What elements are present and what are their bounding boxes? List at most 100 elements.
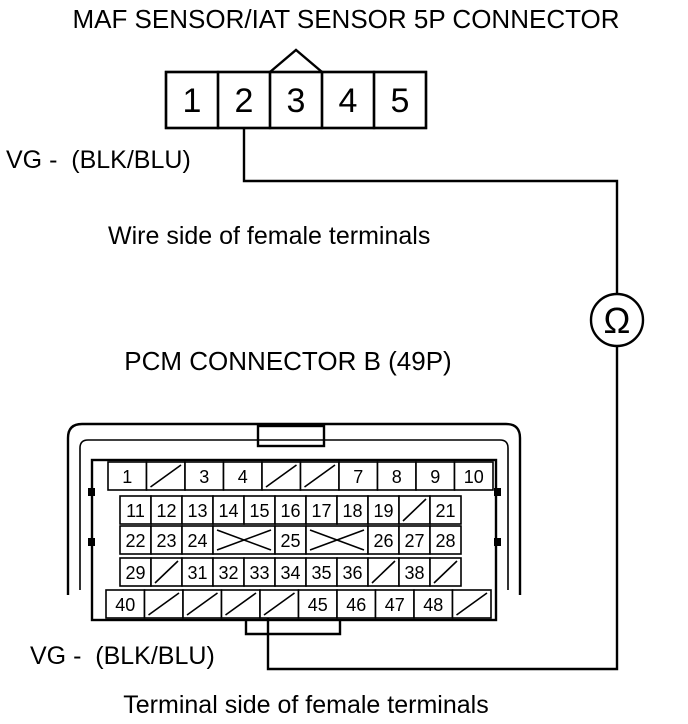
pcm-terminal-38 bbox=[398, 557, 431, 587]
pcm-terminal-label: 4 bbox=[238, 467, 248, 487]
pcm-wire-label: VG - (BLK/BLU) bbox=[30, 642, 215, 670]
unused-slash-mark bbox=[150, 464, 182, 488]
pcm-terminal-label: 21 bbox=[435, 501, 455, 521]
test-lead-maf bbox=[242, 128, 619, 294]
pcm-terminal-label: 14 bbox=[218, 501, 238, 521]
pcm-terminal-29 bbox=[119, 557, 152, 587]
pcm-terminal-45 bbox=[297, 589, 338, 619]
pcm-terminal-48 bbox=[413, 589, 454, 619]
pcm-terminal-label: 10 bbox=[464, 467, 484, 487]
pcm-guide-mark-right-mid bbox=[494, 538, 501, 546]
pcm-terminal-label: 7 bbox=[353, 467, 363, 487]
pcm-terminal-16 bbox=[274, 495, 307, 525]
pcm-terminal-label: 36 bbox=[342, 563, 362, 583]
pcm-connector-inner-shell bbox=[79, 439, 509, 590]
unused-slash-mark bbox=[402, 498, 427, 522]
pcm-terminal-label: 40 bbox=[115, 595, 135, 615]
pcm-terminal-label: 28 bbox=[435, 531, 455, 551]
pcm-terminal-18 bbox=[336, 495, 369, 525]
test-lead-pcm bbox=[266, 346, 619, 671]
pcm-terminal-label: 26 bbox=[373, 531, 393, 551]
pcm-terminal-11 bbox=[119, 495, 152, 525]
unused-cross-mark bbox=[216, 529, 272, 551]
unused-slash-mark bbox=[304, 464, 336, 488]
pcm-view-label: Terminal side of female terminals bbox=[123, 691, 488, 719]
pcm-terminal-14 bbox=[212, 495, 245, 525]
pcm-terminal-label: 23 bbox=[156, 531, 176, 551]
pcm-terminal-label: 33 bbox=[249, 563, 269, 583]
pcm-guide-mark-right-top bbox=[494, 488, 501, 496]
pcm-terminal-label: 22 bbox=[125, 531, 145, 551]
pcm-terminal-label: 1 bbox=[122, 467, 132, 487]
pcm-terminal-31 bbox=[181, 557, 214, 587]
maf-connector-title: MAF SENSOR/IAT SENSOR 5P CONNECTOR bbox=[72, 4, 619, 34]
pcm-terminal-10 bbox=[453, 461, 494, 491]
pcm-terminal-4 bbox=[222, 461, 263, 491]
pcm-terminal-23 bbox=[150, 525, 183, 555]
pcm-connector-title: PCM CONNECTOR B (49P) bbox=[124, 346, 451, 376]
pcm-connector-bottom-key bbox=[244, 620, 342, 636]
pcm-terminal-9 bbox=[415, 461, 456, 491]
pcm-terminal-12 bbox=[150, 495, 183, 525]
pcm-terminal-1 bbox=[107, 461, 148, 491]
pcm-terminal-label: 29 bbox=[125, 563, 145, 583]
pcm-terminal-label: 45 bbox=[308, 595, 328, 615]
pcm-connector-outer-shell bbox=[66, 422, 522, 595]
pcm-terminal-label: 19 bbox=[373, 501, 393, 521]
maf-view-label: Wire side of female terminals bbox=[108, 222, 430, 250]
pcm-terminal-label: 12 bbox=[156, 501, 176, 521]
pcm-terminal-7 bbox=[338, 461, 379, 491]
unused-slash-mark bbox=[186, 592, 218, 616]
pcm-terminal-label: 13 bbox=[187, 501, 207, 521]
unused-slash-mark bbox=[225, 592, 257, 616]
unused-cross-mark bbox=[309, 529, 365, 551]
pcm-terminal-label: 11 bbox=[126, 501, 145, 521]
maf-terminal-5 bbox=[372, 70, 428, 130]
pcm-terminal-label: 27 bbox=[404, 531, 424, 551]
ohm-symbol: Ω bbox=[604, 300, 631, 341]
pcm-terminal-label: 8 bbox=[392, 467, 402, 487]
pcm-terminal-label: 18 bbox=[342, 501, 362, 521]
maf-connector-lock-tab bbox=[269, 48, 323, 73]
unused-slash-mark bbox=[148, 592, 180, 616]
pcm-terminal-21 bbox=[429, 495, 462, 525]
pcm-terminal-24 bbox=[181, 525, 214, 555]
unused-slash-mark bbox=[433, 560, 458, 584]
pcm-terminal-label: 25 bbox=[280, 531, 300, 551]
maf-terminal-label: 1 bbox=[183, 82, 202, 120]
pcm-guide-mark-left-mid bbox=[88, 538, 95, 546]
maf-terminal-label: 4 bbox=[339, 82, 358, 120]
pcm-terminal-label: 34 bbox=[280, 563, 300, 583]
pcm-terminal-label: 24 bbox=[187, 531, 207, 551]
pcm-terminal-label: 46 bbox=[346, 595, 366, 615]
pcm-terminal-label: 3 bbox=[199, 467, 209, 487]
pcm-terminal-3 bbox=[184, 461, 225, 491]
unused-slash-mark bbox=[265, 464, 297, 488]
pcm-terminal-label: 17 bbox=[311, 501, 331, 521]
unused-slash-mark bbox=[154, 560, 179, 584]
pcm-guide-mark-left-top bbox=[88, 488, 95, 496]
pcm-terminal-15 bbox=[243, 495, 276, 525]
pcm-terminal-47 bbox=[374, 589, 415, 619]
unused-slash-mark bbox=[371, 560, 396, 584]
unused-slash-mark bbox=[456, 592, 488, 616]
pcm-terminal-label: 15 bbox=[249, 501, 269, 521]
pcm-terminal-33 bbox=[243, 557, 276, 587]
unused-slash-mark bbox=[263, 592, 295, 616]
pcm-terminal-label: 48 bbox=[423, 595, 443, 615]
pcm-terminal-label: 9 bbox=[430, 467, 440, 487]
maf-terminal-label: 2 bbox=[235, 82, 254, 120]
pcm-terminal-label: 32 bbox=[218, 563, 238, 583]
pcm-terminal-label: 35 bbox=[311, 563, 331, 583]
pcm-terminal-label: 16 bbox=[280, 501, 300, 521]
pcm-connector-latch bbox=[256, 424, 326, 448]
pcm-terminal-27 bbox=[398, 525, 431, 555]
pcm-terminal-label: 47 bbox=[385, 595, 405, 615]
pcm-terminal-28 bbox=[429, 525, 462, 555]
maf-terminal-label: 3 bbox=[287, 82, 306, 120]
pcm-terminal-label: 31 bbox=[187, 563, 207, 583]
maf-terminal-label: 5 bbox=[391, 82, 410, 120]
